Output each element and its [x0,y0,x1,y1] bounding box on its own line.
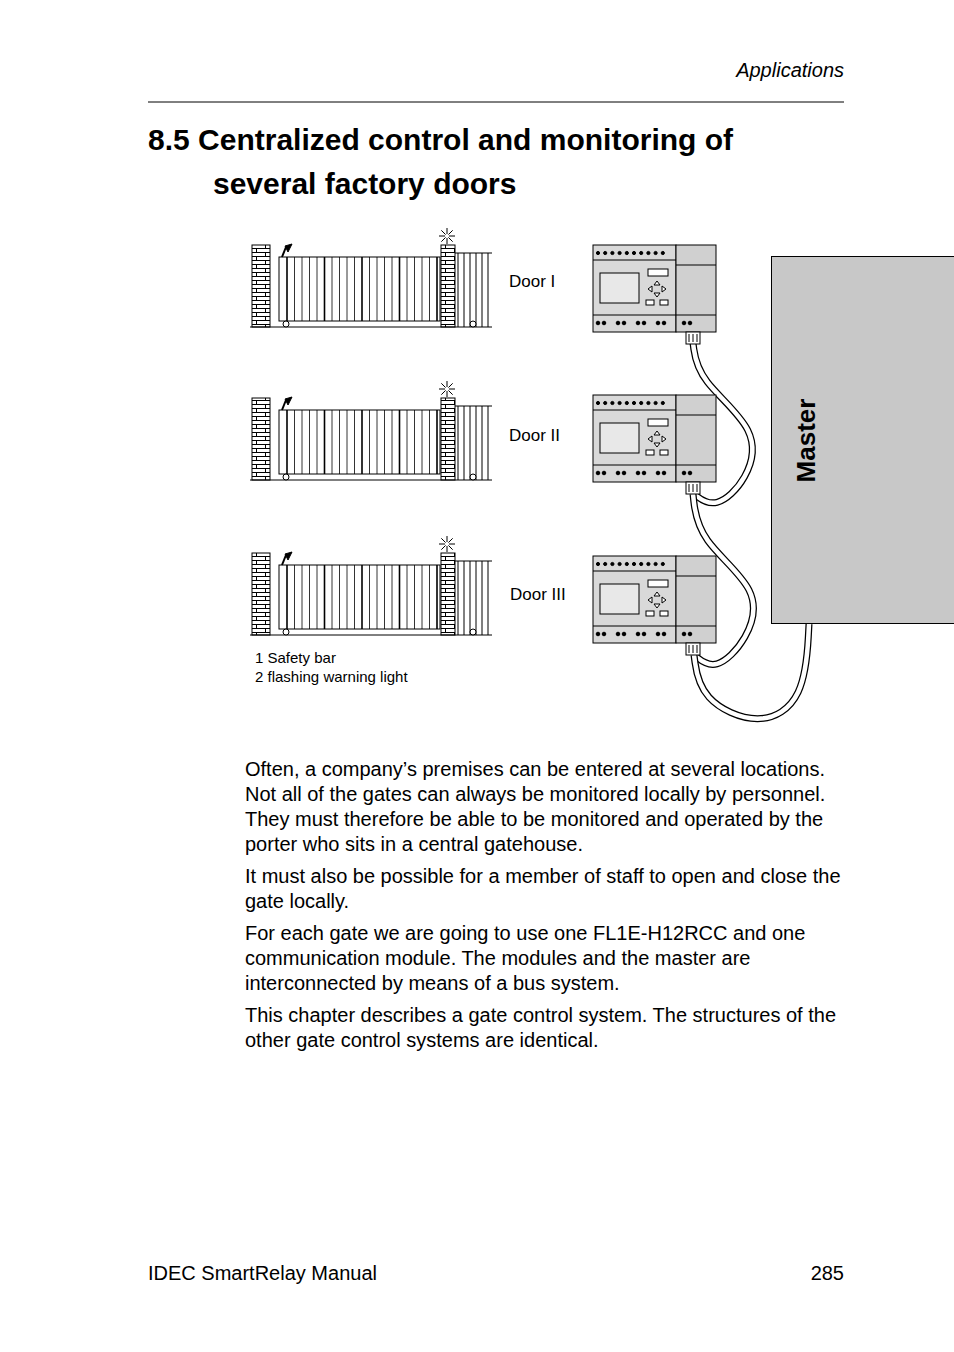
page-number: 285 [744,1262,844,1285]
legend-note: 2 flashing warning light [255,668,408,685]
paragraph: Often, a company’s premises can be enter… [245,757,845,857]
paragraph: It must also be possible for a member of… [245,864,845,914]
relay-module [593,395,716,494]
legend-note: 1 Safety bar [255,649,336,666]
relay-module [593,245,716,344]
running-header: Applications [600,59,844,82]
gate-drawing [250,228,492,327]
gate-drawing [250,536,492,635]
door-label: Door I [509,272,555,292]
paragraph: This chapter describes a gate control sy… [245,1003,845,1053]
body-text: Often, a company’s premises can be enter… [245,757,845,1060]
header-rule [148,102,844,103]
master-panel: Master [771,256,954,624]
paragraph: For each gate we are going to use one FL… [245,921,845,996]
section-title: 8.5 Centralized control and monitoring o… [148,118,830,206]
relay-module [593,556,716,655]
door-label: Door II [509,426,560,446]
footer-title: IDEC SmartRelay Manual [148,1262,377,1285]
gate-drawing [250,381,492,480]
door-label: Door III [510,585,566,605]
node-label: Master [792,398,823,482]
